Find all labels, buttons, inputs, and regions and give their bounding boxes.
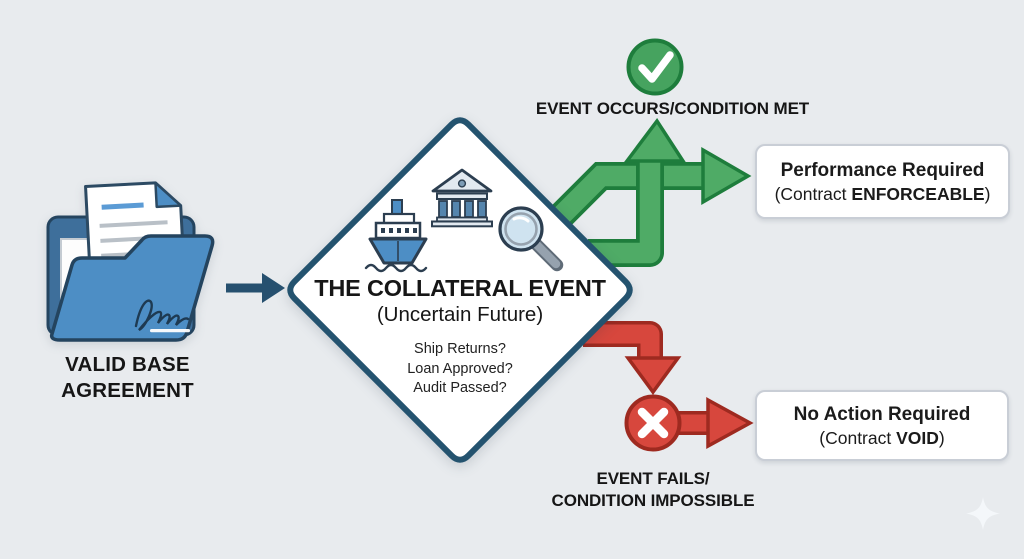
event-occurs-label: EVENT OCCURS/CONDITION MET [535, 99, 810, 118]
contract-void-suffix: ) [938, 428, 945, 448]
question-ship: Ship Returns? [414, 341, 506, 357]
diamond-questions: Ship Returns? Loan Approved? Audit Passe… [310, 340, 610, 399]
no-action-required-subtitle: (Contract VOID) [757, 427, 1007, 449]
signature-icon [134, 299, 190, 333]
valid-base-line2: AGREEMENT [61, 379, 194, 402]
no-action-required-title: No Action Required [793, 404, 971, 425]
arrow-down-icon [583, 321, 682, 395]
event-fails-label: EVENT FAILS/ CONDITION IMPOSSIBLE [528, 468, 778, 512]
valid-base-line1: VALID BASE [65, 353, 190, 376]
sparkle-icon [966, 497, 1000, 530]
bank-icon [431, 168, 493, 228]
branch-arrow-up-right-icon [543, 117, 752, 267]
contract-enforceable-prefix: (Contract [774, 184, 852, 204]
check-icon [626, 38, 684, 96]
red-arrow-right-icon [672, 397, 754, 449]
folder-document-icon [46, 181, 215, 342]
event-fails-line1: EVENT FAILS/ [596, 469, 710, 488]
no-action-required-box: No Action Required (Contract VOID) [755, 390, 1009, 461]
question-loan: Loan Approved? [407, 360, 513, 377]
diamond-subtitle: (Uncertain Future) [376, 303, 544, 326]
contract-void-bold: VOID [896, 428, 939, 448]
valid-base-agreement-label: VALID BASE AGREEMENT [20, 352, 235, 404]
magnifier-icon [498, 206, 564, 272]
contract-enforceable-suffix: ) [984, 184, 991, 204]
performance-required-title: Performance Required [780, 160, 985, 181]
decision-diamond [287, 117, 633, 463]
arrow-right-icon [226, 273, 285, 303]
cross-icon [624, 394, 682, 452]
performance-required-box: Performance Required (Contract ENFORCEAB… [755, 144, 1010, 219]
diamond-title: THE COLLATERAL EVENT [314, 275, 606, 301]
performance-required-subtitle: (Contract ENFORCEABLE) [757, 183, 1008, 205]
contract-enforceable-bold: ENFORCEABLE [851, 184, 985, 204]
event-fails-line2: CONDITION IMPOSSIBLE [551, 491, 755, 510]
question-audit: Audit Passed? [413, 380, 507, 396]
contract-void-prefix: (Contract [819, 428, 897, 448]
ship-icon [364, 199, 428, 273]
